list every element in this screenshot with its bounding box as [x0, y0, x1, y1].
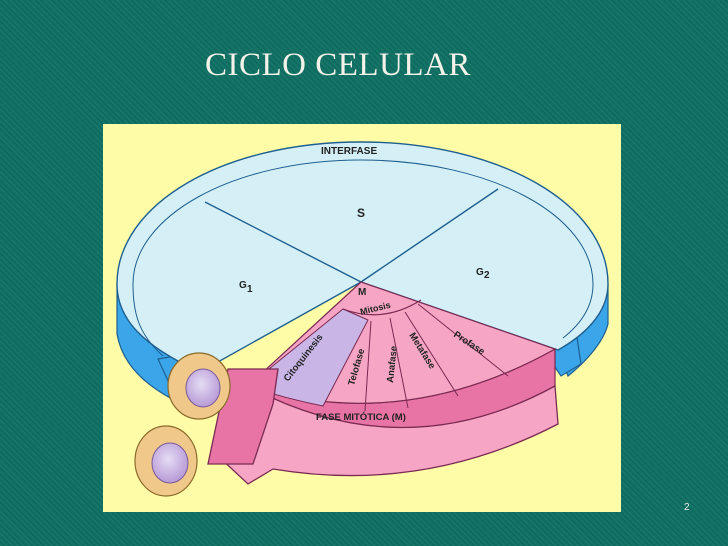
label-g2-sub: 2 [484, 270, 490, 281]
label-m: M [358, 287, 366, 298]
label-anafase: Anafase [385, 345, 400, 383]
label-g1-letter: G [239, 280, 247, 291]
divider-profase-end [417, 303, 509, 377]
divider-metafase-profase [404, 311, 459, 397]
divider-g1-s [204, 201, 362, 283]
cell-top [167, 352, 231, 420]
slide-title: CICLO CELULAR [205, 47, 471, 83]
divider-anafase-metafase [389, 317, 409, 409]
cell-cycle-diagram: INTERFASE S G 1 G 2 M Mitosis Profase Me… [103, 124, 621, 512]
cell-bottom [134, 425, 198, 497]
label-g1-sub: 1 [247, 284, 253, 295]
page-number: 2 [684, 502, 690, 513]
divider-telofase-anafase [364, 320, 372, 412]
mitosis-arc [342, 299, 422, 316]
label-interphase: INTERFASE [321, 146, 377, 157]
label-mitotic-phase: FASE MITÓTICA (M) [316, 411, 406, 423]
interphase-disc [116, 141, 609, 373]
interphase-inner-track [132, 159, 594, 357]
mitotic-phase-arrow [217, 384, 559, 485]
label-s: S [357, 206, 365, 220]
label-g2-letter: G [476, 267, 484, 278]
divider-s-g2 [360, 188, 499, 283]
